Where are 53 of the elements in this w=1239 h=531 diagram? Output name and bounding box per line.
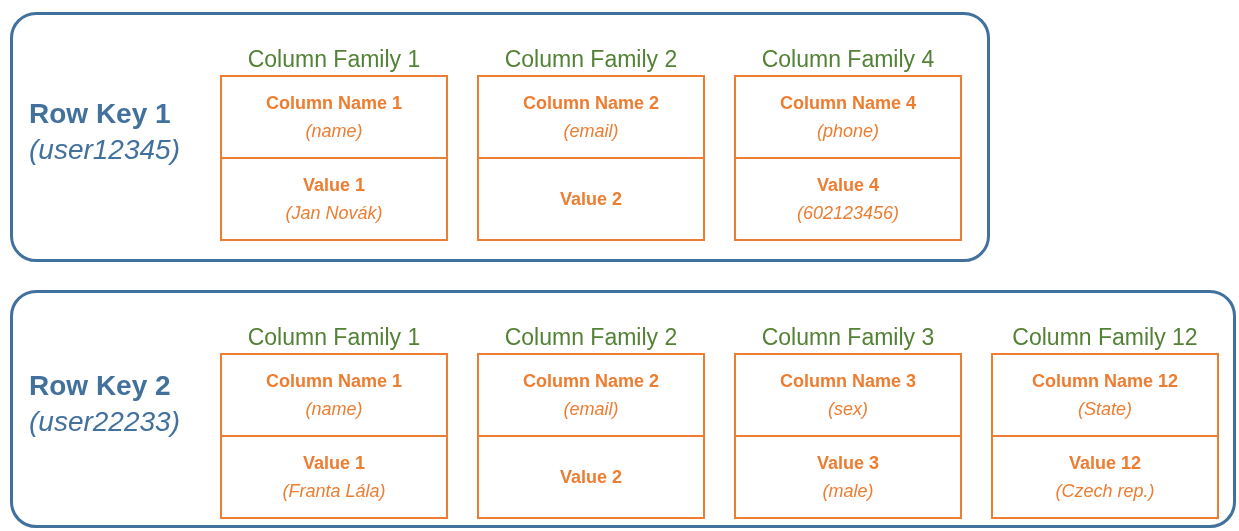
column-family-heading: Column Family 12 xyxy=(1011,323,1199,351)
column-family-heading: Column Family 1 xyxy=(246,45,422,73)
column-family-heading: Column Family 3 xyxy=(760,323,936,351)
column-family-heading: Column Family 4 xyxy=(760,45,936,73)
cell-value: (Jan Novák) xyxy=(285,202,383,225)
cell-value: (State) xyxy=(1078,398,1132,421)
row-key-id: (user22233) xyxy=(29,405,180,439)
column-family-heading: Column Family 2 xyxy=(503,323,679,351)
cell-value: (email) xyxy=(563,120,619,143)
cell-title: Column Name 1 xyxy=(266,92,402,115)
cell-value: (name) xyxy=(305,120,363,143)
cell-title: Value 1 xyxy=(302,174,365,197)
row-panel xyxy=(10,290,1236,528)
table-cell xyxy=(734,353,962,437)
table-cell xyxy=(220,353,448,437)
table-cell xyxy=(734,157,962,241)
row-key-id: (user12345) xyxy=(29,133,180,167)
cell-value: (602123456) xyxy=(796,202,900,225)
cell-title: Value 3 xyxy=(816,452,879,475)
cell-value: (sex) xyxy=(828,398,868,421)
cell-title: Value 2 xyxy=(559,188,622,211)
row-key-title: Row Key 2 xyxy=(29,369,171,403)
cell-title: Column Name 2 xyxy=(523,92,659,115)
table-cell xyxy=(734,435,962,519)
column-family-heading: Column Family 1 xyxy=(246,323,422,351)
table-cell xyxy=(477,353,705,437)
table-cell xyxy=(991,353,1219,437)
table-cell xyxy=(220,435,448,519)
cell-title: Value 12 xyxy=(1068,452,1142,475)
cell-value: (Czech rep.) xyxy=(1055,480,1155,503)
cell-value: (email) xyxy=(563,398,619,421)
cell-title: Value 2 xyxy=(559,466,622,489)
row-key-title: Row Key 1 xyxy=(29,97,171,131)
table-cell xyxy=(477,435,705,519)
table-cell xyxy=(734,75,962,159)
cell-title: Column Name 1 xyxy=(266,370,402,393)
column-family-heading: Column Family 2 xyxy=(503,45,679,73)
cell-value: (phone) xyxy=(816,120,879,143)
row-panel xyxy=(10,12,990,262)
cell-title: Column Name 4 xyxy=(780,92,916,115)
table-cell xyxy=(220,75,448,159)
cell-value: (Franta Lála) xyxy=(282,480,386,503)
cell-title: Value 4 xyxy=(816,174,879,197)
cell-title: Column Name 12 xyxy=(1031,370,1178,393)
cell-title: Column Name 2 xyxy=(523,370,659,393)
table-cell xyxy=(477,157,705,241)
cell-value: (name) xyxy=(305,398,363,421)
table-cell xyxy=(991,435,1219,519)
table-cell xyxy=(477,75,705,159)
cell-title: Column Name 3 xyxy=(780,370,916,393)
table-cell xyxy=(220,157,448,241)
cell-value: (male) xyxy=(822,480,874,503)
cell-title: Value 1 xyxy=(302,452,365,475)
